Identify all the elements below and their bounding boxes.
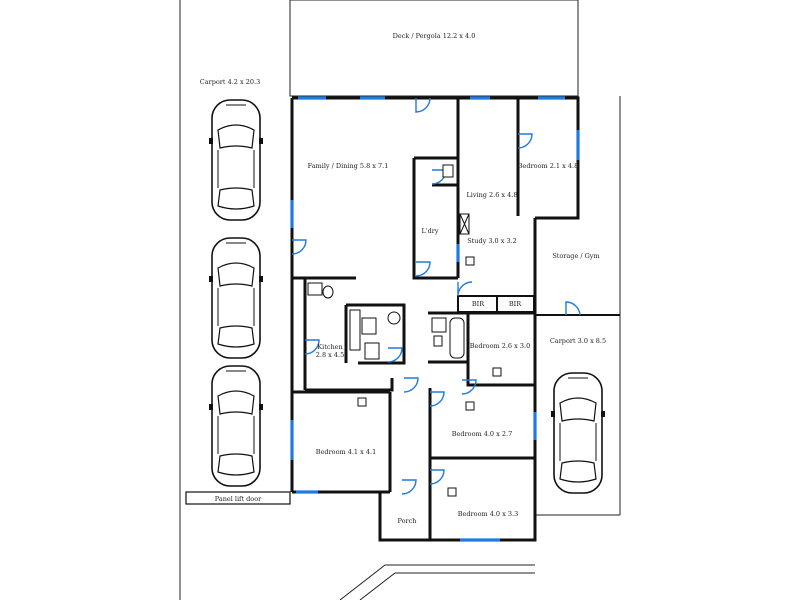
carport-right: Carport 3.0 x 8.5 [550, 337, 606, 494]
porch-label: Porch [398, 517, 417, 525]
basin-icon [387, 311, 401, 325]
laundry-label: L'dry [421, 227, 438, 235]
robe-icon [357, 397, 367, 407]
bedroom-lower-label: Bedroom 4.0 x 2.7 [452, 430, 512, 438]
openings [290, 96, 580, 542]
family-dining-label: Family / Dining 5.8 x 7.1 [308, 162, 389, 170]
study-label: Study 3.0 x 3.2 [467, 237, 517, 245]
toilet-icon [442, 164, 454, 178]
kitchen-size-label: 2.8 x 4.5 [316, 351, 344, 359]
robe-icon [492, 367, 502, 377]
car-top-icon [208, 99, 264, 221]
carport-right-label: Carport 3.0 x 8.5 [550, 337, 606, 345]
shower-icon [349, 309, 361, 351]
bedroom-middle-label: Bedroom 2.6 x 3.0 [470, 342, 530, 350]
toilet-icon [307, 282, 323, 296]
toilet-icon [361, 317, 377, 335]
carport-left-label: Carport 4.2 x 20.3 [200, 78, 260, 86]
bedroom-bottom-label: Bedroom 4.0 x 3.3 [458, 510, 518, 518]
living-label: Living 2.6 x 4.8 [466, 191, 517, 199]
robe-icon [465, 256, 475, 266]
room-labels: Family / Dining 5.8 x 7.1 Living 2.6 x 4… [308, 162, 600, 525]
bir-1-label: BIR [472, 300, 485, 308]
storage-gym-label: Storage / Gym [552, 252, 599, 260]
fixtures [307, 164, 502, 497]
basin-icon [322, 285, 334, 299]
door-swings [291, 97, 581, 495]
bir-2-label: BIR [509, 300, 522, 308]
robe-icon [465, 401, 475, 411]
bedroom-top-right-label: Bedroom 2.1 x 4.8 [518, 162, 578, 170]
car-bottom-icon [208, 365, 264, 487]
bath-icon [449, 317, 465, 359]
shower-icon [364, 342, 380, 360]
deck-area: Deck / Pergola 12.2 x 4.0 [289, 0, 579, 97]
basin-icon [431, 317, 447, 333]
deck-label: Deck / Pergola 12.2 x 4.0 [393, 32, 476, 40]
car-middle-icon [208, 237, 264, 359]
lot-boundaries [179, 0, 621, 600]
panel-lift-door-label: Panel lift door [215, 495, 262, 503]
car-right-icon [550, 372, 606, 494]
robe-icon [447, 487, 457, 497]
bedroom-master-label: Bedroom 4.1 x 4.1 [316, 448, 376, 456]
kitchen-label: Kitchen [317, 343, 342, 351]
carport-left: Carport 4.2 x 20.3 Panel lift door [185, 78, 291, 505]
toilet-icon [433, 335, 443, 347]
